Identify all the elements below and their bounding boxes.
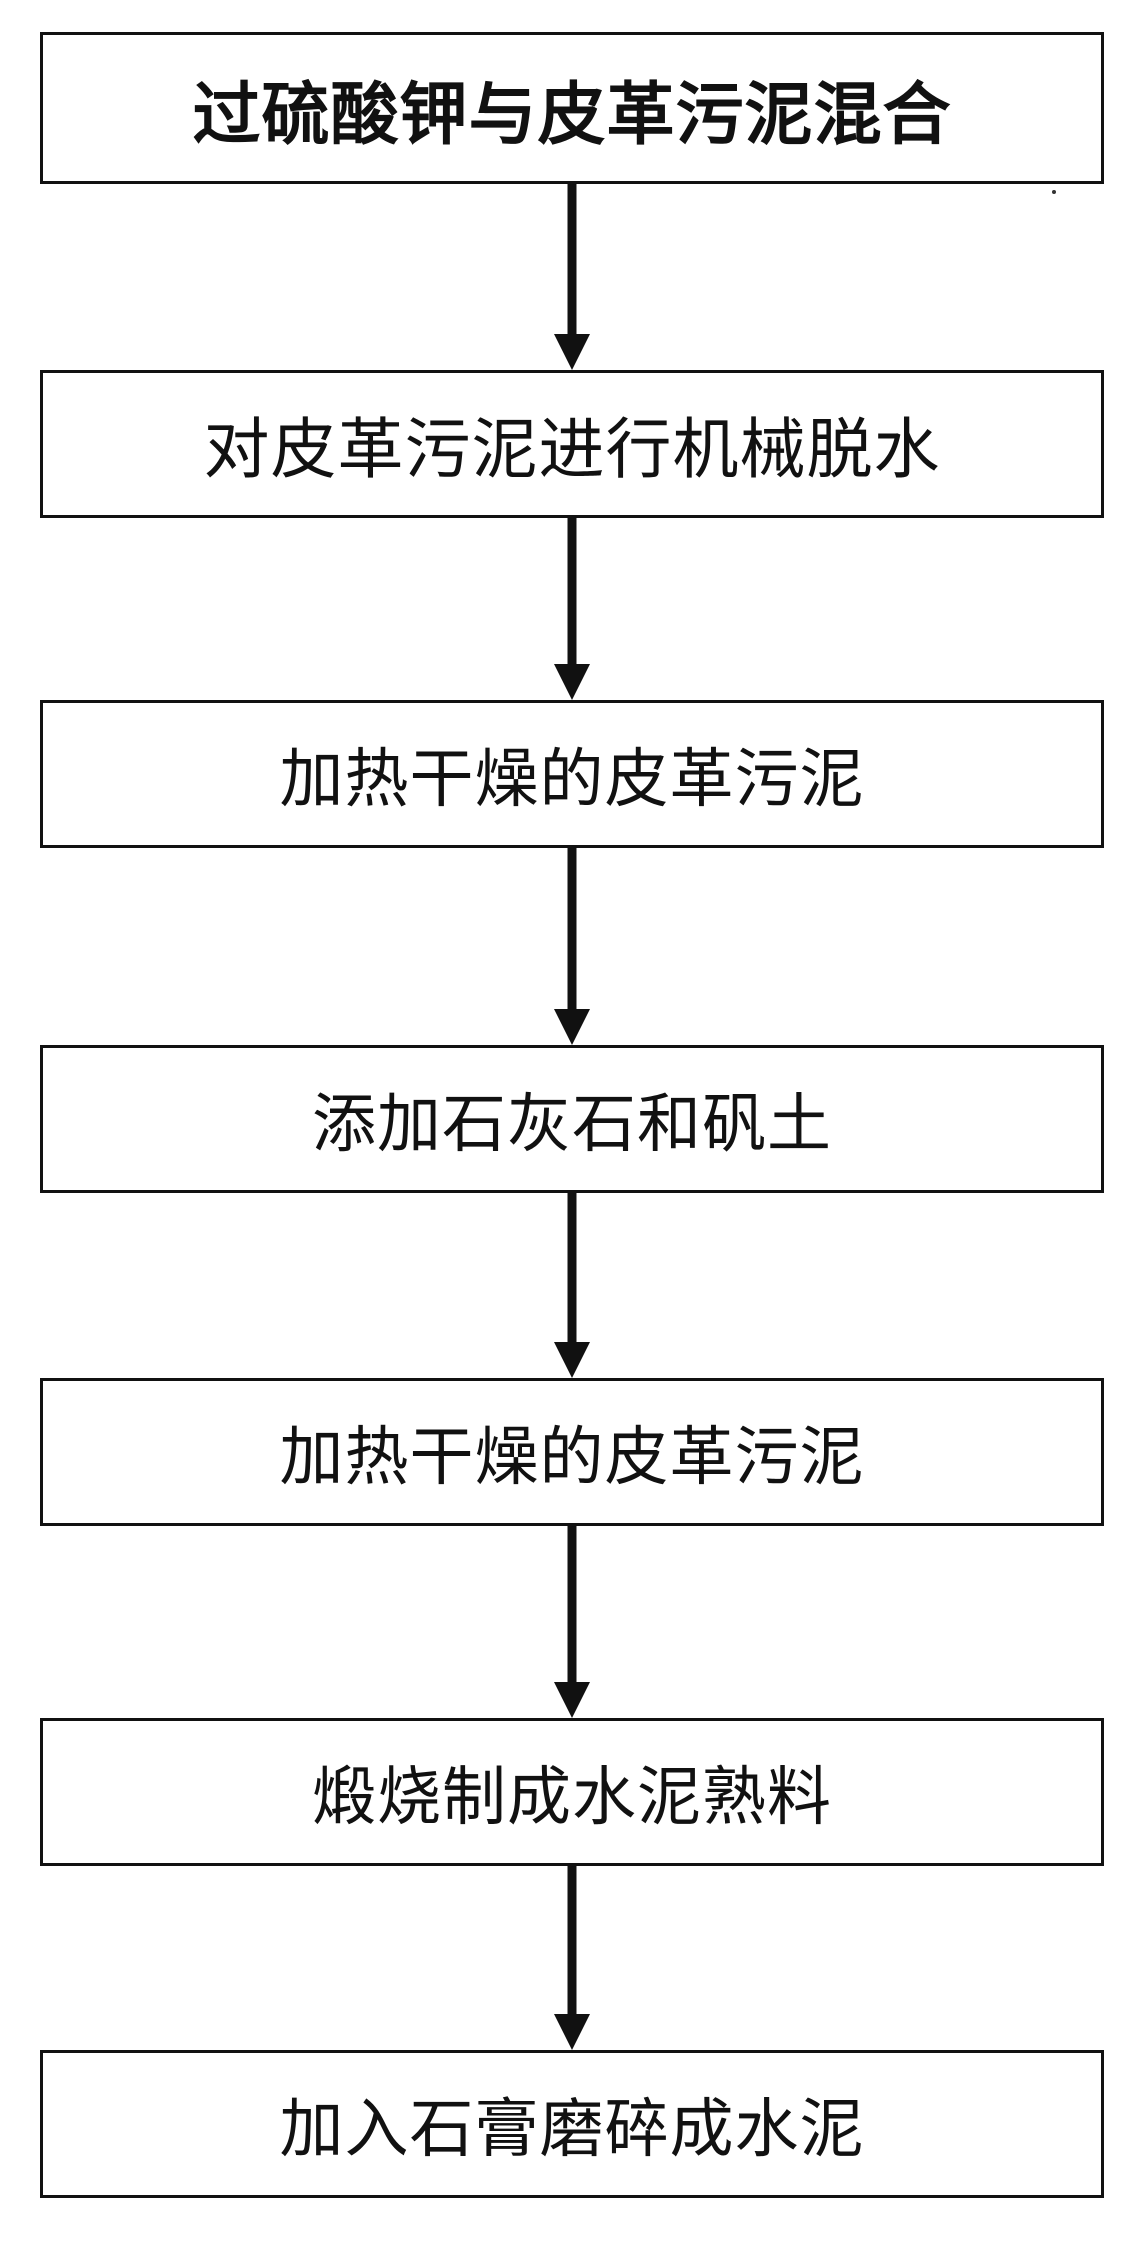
arrow-2-to-3 [554, 518, 590, 700]
step-box-5: 加热干燥的皮革污泥 [40, 1378, 1104, 1526]
step-box-3: 加热干燥的皮革污泥 [40, 700, 1104, 848]
arrow-4-to-5 [554, 1193, 590, 1378]
step-label-6: 煅烧制成水泥熟料 [312, 1761, 832, 1835]
step-label-5: 加热干燥的皮革污泥 [279, 1421, 865, 1495]
step-box-1: 过硫酸钾与皮革污泥混合 [40, 32, 1104, 184]
step-label-3: 加热干燥的皮革污泥 [279, 743, 865, 817]
step-label-1: 过硫酸钾与皮革污泥混合 [192, 75, 952, 155]
step-box-4: 添加石灰石和矾土 [40, 1045, 1104, 1193]
scan-speck [1052, 190, 1056, 194]
step-box-2: 对皮革污泥进行机械脱水 [40, 370, 1104, 518]
step-label-4: 添加石灰石和矾土 [312, 1088, 832, 1162]
arrow-3-to-4 [554, 848, 590, 1045]
arrow-6-to-7 [554, 1866, 590, 2050]
arrow-1-to-2 [554, 184, 590, 370]
step-box-6: 煅烧制成水泥熟料 [40, 1718, 1104, 1866]
step-box-7: 加入石膏磨碎成水泥 [40, 2050, 1104, 2198]
arrow-5-to-6 [554, 1526, 590, 1718]
step-label-7: 加入石膏磨碎成水泥 [279, 2093, 865, 2167]
step-label-2: 对皮革污泥进行机械脱水 [203, 411, 941, 488]
